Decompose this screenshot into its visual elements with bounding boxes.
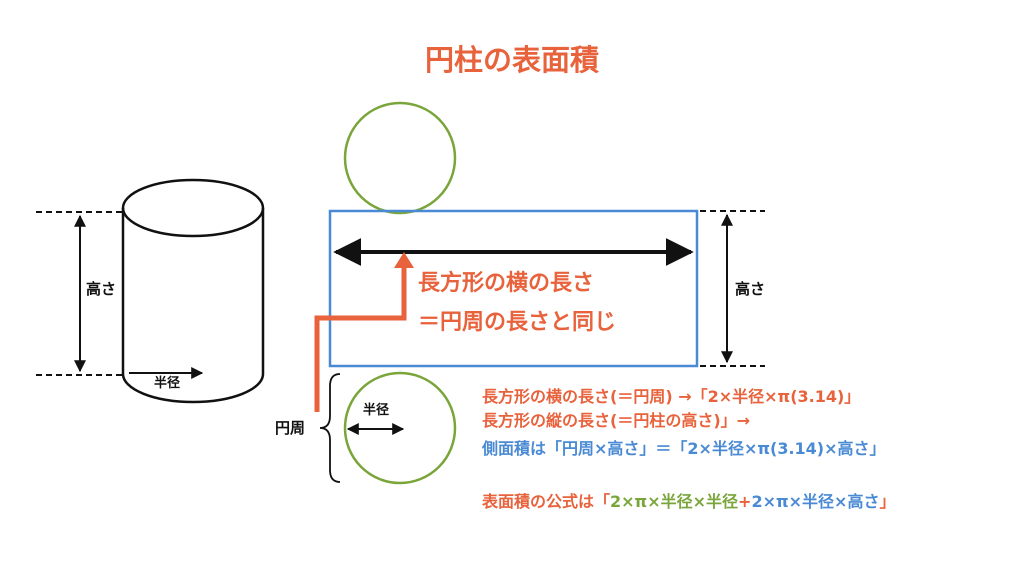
callout-line-2: ＝円周の長さと同じ (418, 310, 617, 335)
formula-plus: + (738, 492, 752, 511)
circumference-label: 円周 (275, 419, 306, 437)
page-title: 円柱の表面積 (424, 43, 599, 77)
formula-prefix: 表面積の公式は「 (482, 492, 611, 511)
callout-line-1: 長方形の横の長さ (418, 271, 595, 296)
note-width: 長方形の横の長さ(＝円周) →「2×半径×π(3.14)」 (482, 387, 861, 406)
formula-suffix: 」 (879, 492, 896, 511)
lateral-rectangle (328, 209, 699, 368)
formula-side-part: 2×π×半径×高さ (751, 492, 880, 511)
callout-arrow-head (394, 252, 414, 268)
cylinder-top (121, 178, 265, 238)
note-height: 長方形の縦の長さ(＝円柱の高さ)」→ (482, 411, 751, 430)
cylinder-height-label: 高さ (86, 280, 117, 298)
circle-radius-label: 半径 (363, 403, 390, 418)
top-circle (343, 101, 457, 215)
rectangle-height-label: 高さ (735, 280, 766, 298)
callout-arrow-line (314, 268, 407, 412)
bottom-circle (343, 371, 457, 485)
circumference-brace (319, 373, 341, 483)
note-lateral-area: 側面積は「円周×高さ」＝「2×半径×π(3.14)×高さ」 (482, 439, 886, 458)
cylinder (121, 178, 265, 404)
cylinder-bottom (121, 373, 265, 404)
cylinder-radius-label: 半径 (154, 376, 181, 391)
surface-area-formula: 表面積の公式は「2×π×半径×半径+2×π×半径×高さ」 (482, 494, 895, 510)
formula-circles-part: 2×π×半径×半径 (610, 492, 739, 511)
